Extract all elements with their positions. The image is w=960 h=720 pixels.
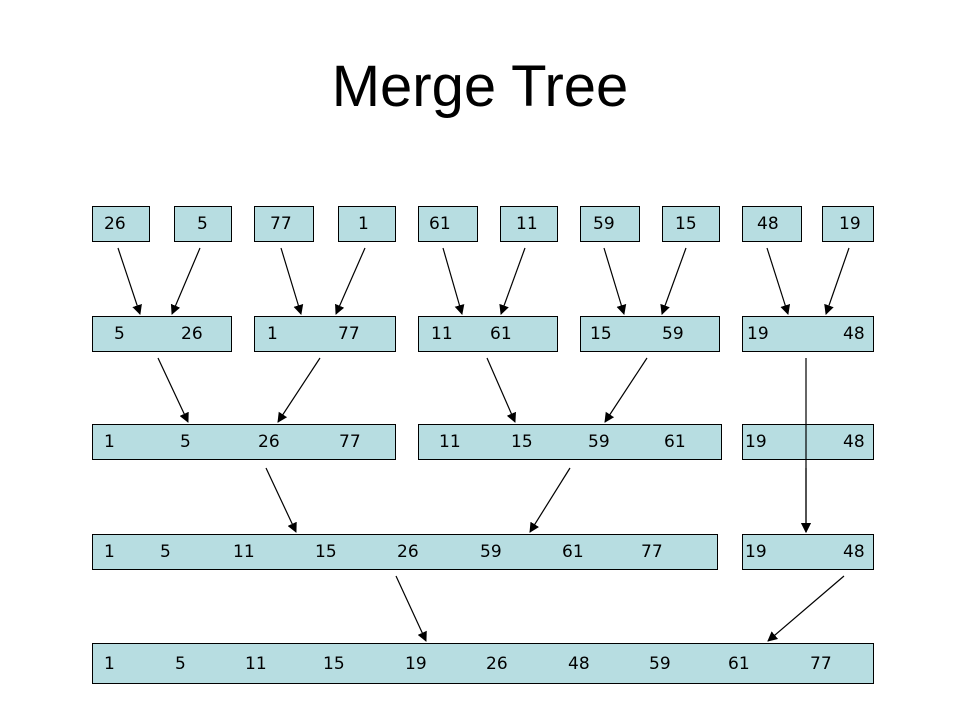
box-value: 1 — [358, 214, 369, 234]
box-value: 15 — [675, 214, 697, 234]
merge-arrow — [395, 575, 427, 642]
merge-arrow — [486, 357, 516, 423]
merge-box: 77 — [254, 206, 314, 242]
box-value: 59 — [588, 432, 610, 452]
merge-box: 1 — [338, 206, 396, 242]
merge-arrow — [157, 357, 189, 423]
merge-box: 11 — [500, 206, 558, 242]
merge-box: 48 — [742, 206, 802, 242]
box-value: 11 — [516, 214, 538, 234]
merge-arrow — [170, 247, 201, 315]
box-value: 15 — [590, 324, 612, 344]
box-value: 5 — [160, 542, 171, 562]
box-value: 48 — [843, 432, 865, 452]
merge-arrow — [335, 247, 366, 315]
box-value: 5 — [197, 214, 208, 234]
box-value: 77 — [338, 324, 360, 344]
merge-arrow — [603, 247, 627, 315]
merge-arrow — [499, 247, 526, 315]
box-value: 61 — [562, 542, 584, 562]
box-value: 19 — [745, 432, 767, 452]
merge-box: 11 15 59 61 — [418, 424, 722, 460]
merge-box: 5 — [174, 206, 232, 242]
merge-box: 1 5 26 77 — [92, 424, 396, 460]
box-value: 1 — [104, 653, 115, 674]
box-value: 11 — [439, 432, 461, 452]
box-value: 15 — [511, 432, 533, 452]
box-value: 77 — [339, 432, 361, 452]
merge-box: 5 26 — [92, 316, 232, 352]
box-value: 19 — [839, 214, 861, 234]
box-value: 5 — [180, 432, 191, 452]
box-value: 61 — [429, 214, 451, 234]
box-value: 59 — [662, 324, 684, 344]
merge-box: 15 — [662, 206, 720, 242]
box-value: 1 — [104, 432, 115, 452]
merge-arrow — [280, 247, 304, 315]
box-value: 48 — [843, 542, 865, 562]
box-value: 48 — [568, 653, 590, 674]
box-value: 77 — [270, 214, 292, 234]
merge-box: 61 — [418, 206, 478, 242]
box-value: 15 — [323, 653, 345, 674]
box-value: 59 — [593, 214, 615, 234]
merge-arrow — [277, 357, 321, 423]
box-value: 19 — [745, 542, 767, 562]
box-value: 61 — [490, 324, 512, 344]
box-value: 11 — [233, 542, 255, 562]
box-value: 26 — [104, 214, 126, 234]
page-title: Merge Tree — [331, 54, 629, 119]
box-value: 11 — [431, 324, 453, 344]
merge-box: 11 61 — [418, 316, 558, 352]
box-value: 77 — [810, 653, 832, 674]
box-value: 5 — [175, 653, 186, 674]
merge-arrow — [767, 575, 845, 642]
merge-arrow — [117, 247, 142, 315]
merge-arrow — [660, 247, 687, 315]
merge-arrow — [604, 357, 648, 423]
merge-box: 59 — [580, 206, 640, 242]
merge-arrow — [442, 247, 465, 315]
merge-box: 26 — [92, 206, 150, 242]
box-value: 59 — [649, 653, 671, 674]
box-value: 1 — [104, 542, 115, 562]
box-value: 5 — [114, 324, 125, 344]
box-value: 19 — [747, 324, 769, 344]
box-value: 1 — [267, 324, 278, 344]
box-value: 48 — [843, 324, 865, 344]
box-value: 48 — [757, 214, 779, 234]
box-value: 15 — [315, 542, 337, 562]
box-value: 19 — [405, 653, 427, 674]
merge-arrow — [766, 247, 791, 315]
box-value: 61 — [664, 432, 686, 452]
box-value: 26 — [258, 432, 280, 452]
merge-box: 1 77 — [254, 316, 396, 352]
box-value: 11 — [245, 653, 267, 674]
merge-arrow — [824, 247, 850, 315]
box-value: 59 — [480, 542, 502, 562]
box-value: 26 — [181, 324, 203, 344]
box-value: 26 — [397, 542, 419, 562]
merge-arrow — [529, 467, 571, 533]
box-value: 77 — [641, 542, 663, 562]
merge-arrow — [265, 467, 297, 533]
box-value: 61 — [728, 653, 750, 674]
merge-box: 19 — [822, 206, 874, 242]
box-value: 26 — [486, 653, 508, 674]
